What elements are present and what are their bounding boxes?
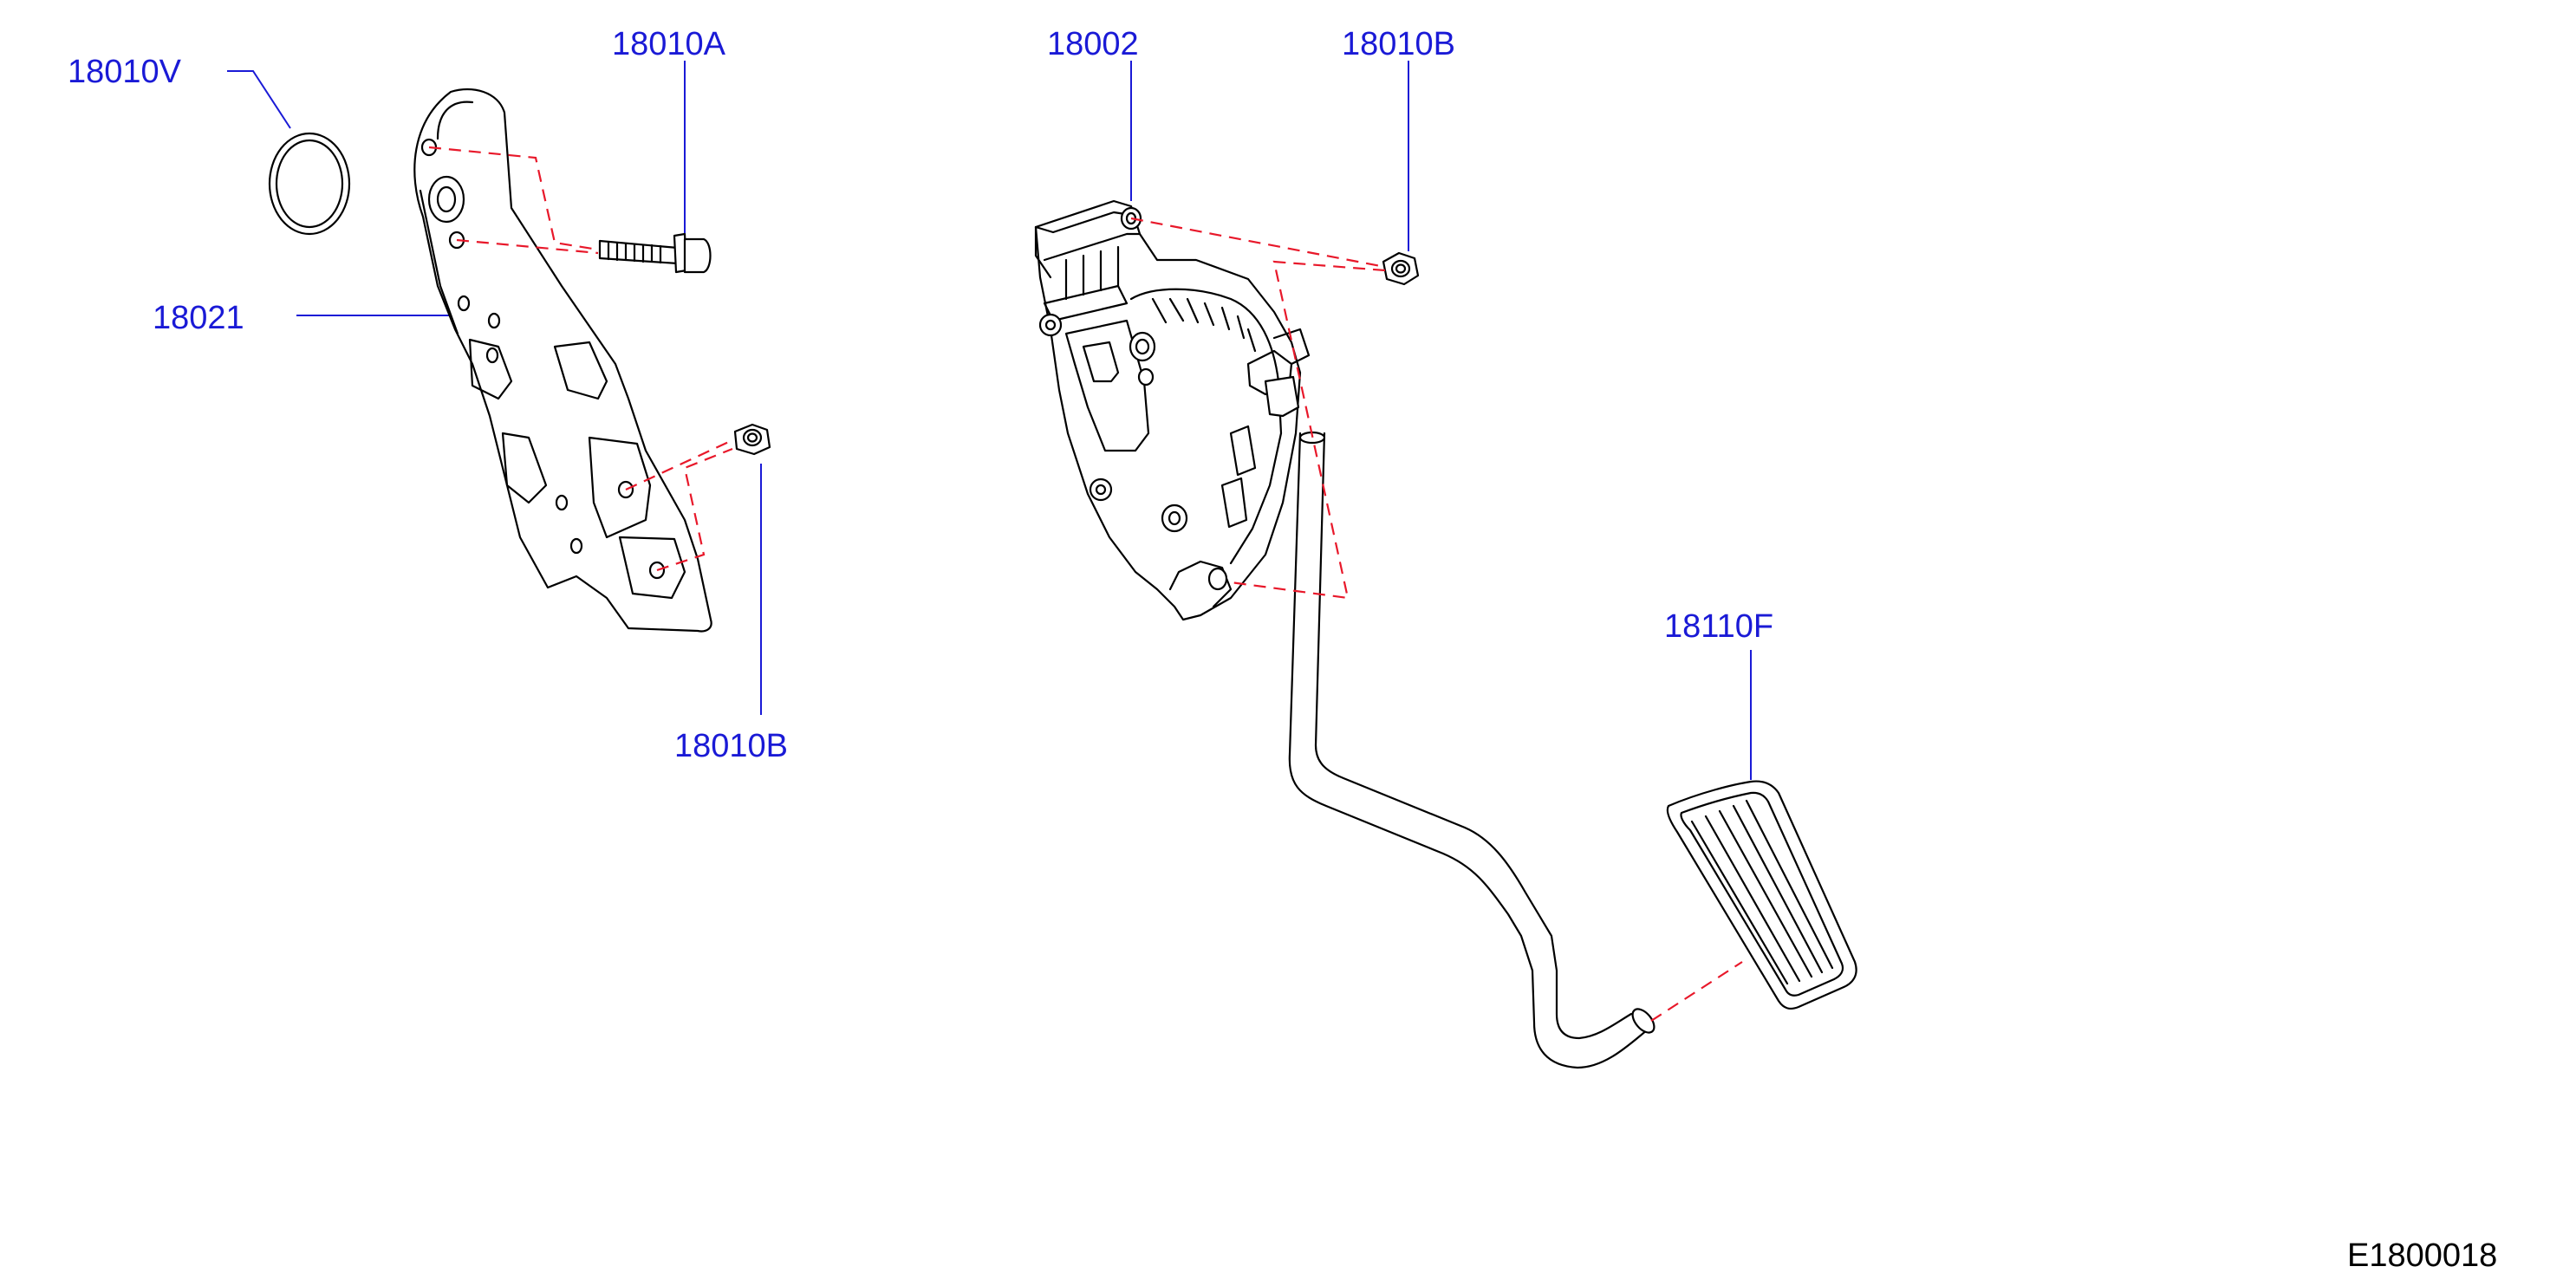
leader-lines bbox=[227, 61, 1752, 780]
ref-bracket-bolt bbox=[428, 146, 599, 255]
gasket-ring bbox=[268, 132, 351, 236]
pedal-arm bbox=[1288, 431, 1656, 1069]
label-nut-upper: 18010B bbox=[1342, 26, 1456, 62]
pedal-pad-ribs bbox=[1690, 799, 1834, 985]
pedal-pad bbox=[1666, 780, 1857, 1010]
bolt bbox=[598, 232, 712, 274]
diagram-id: E1800018 bbox=[2347, 1237, 2498, 1274]
flange-nut-upper bbox=[1382, 251, 1420, 286]
label-nut-lower: 18010B bbox=[674, 728, 789, 764]
ref-arm-pad bbox=[1650, 961, 1743, 1022]
label-gasket: 18010V bbox=[68, 54, 182, 90]
label-pedal-assembly: 18002 bbox=[1047, 26, 1139, 62]
ref-module-nut bbox=[1130, 217, 1386, 600]
label-bracket: 18021 bbox=[153, 300, 244, 336]
reference-lines bbox=[428, 146, 1743, 1022]
ref-bracket-nut bbox=[625, 439, 733, 572]
label-pedal-pad: 18110F bbox=[1664, 608, 1774, 645]
label-bolt: 18010A bbox=[612, 26, 726, 62]
mounting-bracket bbox=[413, 88, 712, 633]
flange-nut-lower bbox=[733, 423, 771, 456]
pedal-module bbox=[1034, 199, 1311, 621]
leader-18010V bbox=[227, 70, 291, 129]
